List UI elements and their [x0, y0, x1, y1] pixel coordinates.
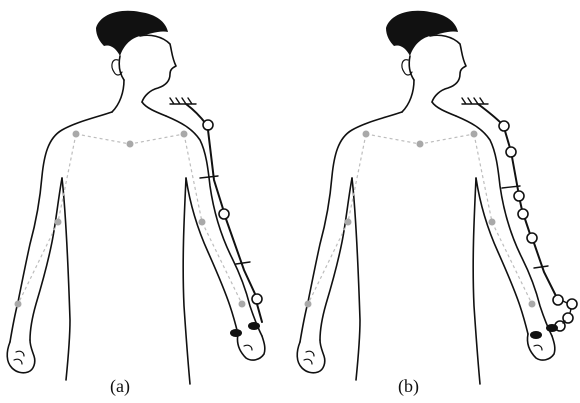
panel-label-b: (b) — [398, 376, 419, 397]
panel-b — [297, 11, 577, 384]
panel-label-a: (a) — [110, 376, 130, 397]
human-figure-a — [7, 11, 265, 384]
panel-a — [7, 11, 265, 384]
